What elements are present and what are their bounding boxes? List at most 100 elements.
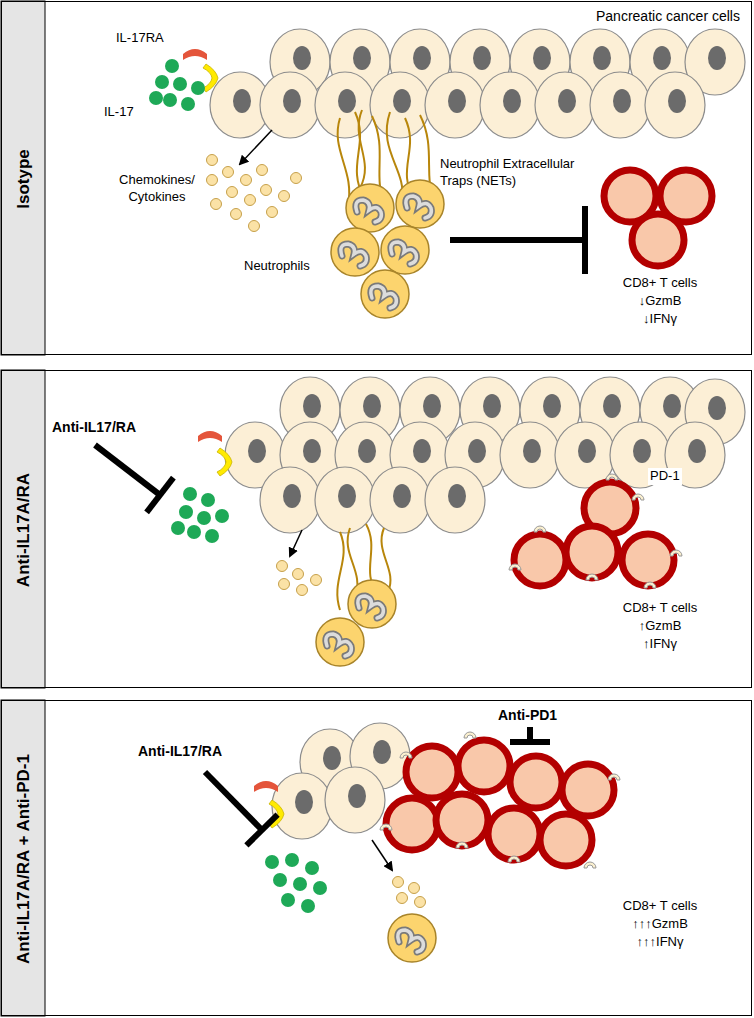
il17-molecules [265,853,327,913]
chemokine-dot [223,167,234,178]
label: Anti-PD1 [498,706,557,724]
il17-dot [163,93,177,107]
inhibition-bar [205,772,278,845]
cancer-cell [480,72,540,138]
chemokine-dot [291,173,302,184]
side-band [1,370,45,688]
net-strand [337,532,343,610]
il17-dot [187,525,201,539]
il17-dot [215,509,229,523]
chemokine-dot [241,175,252,186]
secretion-arrow [290,530,302,556]
chemokine-dot [277,561,288,572]
pd1-receptors [509,474,682,588]
pd1-receptor [586,574,598,580]
label: ↑IFNγ [600,636,720,653]
il17-dot [155,75,169,89]
neutrophils [331,180,444,318]
label: CD8+ T cells [600,600,720,617]
t-cell [562,764,614,816]
receptor [217,448,232,476]
pd1-receptor [534,526,546,532]
t-cell [510,756,562,808]
chemokine-dot [293,569,304,580]
cancer-cell [260,72,320,138]
label: Pancreatic cancer cells [596,7,740,25]
label: Neutrophil Extracellular Traps (NETs) [440,156,605,190]
il17-dot [181,97,195,111]
pd1-receptor [608,774,620,780]
label: ↑↑↑GzmB [600,916,720,933]
neutrophil [316,618,364,666]
label: Anti-IL17/RA [138,742,222,760]
il17-dot [205,529,219,543]
t-cell [632,214,684,266]
il17ra-receptor [198,431,222,442]
cancer-cell [535,72,595,138]
pd1-receptor [644,582,656,588]
t-cell [540,814,592,866]
t-cell [514,534,566,586]
chemokine-dot [297,585,308,596]
chemokine-dot [211,199,222,210]
label: Neutrophils [244,258,310,275]
chemokine-dot [415,897,426,908]
il17-dot [165,59,179,73]
chemokine-dot [227,187,238,198]
chemokine-dot [393,877,404,888]
chemokine-dot [311,575,322,586]
t-cell [406,746,458,798]
cancer-cell [315,72,375,138]
secretion-arrow [240,130,272,164]
pd1-receptor [456,842,468,848]
cancer-cell [500,422,560,488]
cancer-cell [325,767,385,833]
label: ↑↑↑IFNγ [600,934,720,951]
cancer-cell [425,72,485,138]
cancer-cell [645,72,705,138]
label: IL-17 [104,104,134,121]
net-strand [387,112,403,200]
il17-dot [265,855,279,869]
cancer-cells [225,377,745,533]
neutrophil [381,226,429,274]
t-cell [622,534,674,586]
il17-dot [183,487,197,501]
t-cells [386,740,614,866]
net-strand [359,110,365,188]
chemokine-dot [257,165,268,176]
t-cells [604,170,712,266]
chemokine-dot [409,883,420,894]
label: ↑GzmB [600,618,720,635]
chemokine-dot [207,175,218,186]
inhibition-bar [450,206,585,274]
side-band [1,700,45,1016]
il17-molecules [149,59,205,111]
il17-dot [293,877,307,891]
t-cell [386,798,438,850]
t-cell [458,740,510,792]
chemokine-dot [261,185,272,196]
neutrophil [388,914,436,962]
neutrophil [361,270,409,318]
il17-dot [281,893,295,907]
cancer-cell [425,467,485,533]
il17-dot [149,91,163,105]
receptor [203,64,218,92]
pd1-receptor [464,732,476,738]
side-band [1,1,45,355]
il17-dot [273,873,287,887]
il17-dot [305,861,319,875]
net-strand [338,118,350,205]
label: Chemokines/ Cytokines [112,172,202,206]
neutrophil [331,228,379,276]
pd1-receptor [509,564,521,570]
panel: Anti-IL17A/RA [1,370,752,688]
chemokine-dot [397,893,408,904]
panel-label: Isotype [14,149,34,209]
label: Anti-IL17/RA [52,418,136,436]
il17-dot [171,521,185,535]
inhibition-bar [510,727,550,742]
il17-dot [313,881,327,895]
panel: Anti-IL17A/RA + Anti-PD-1 [1,700,752,1016]
